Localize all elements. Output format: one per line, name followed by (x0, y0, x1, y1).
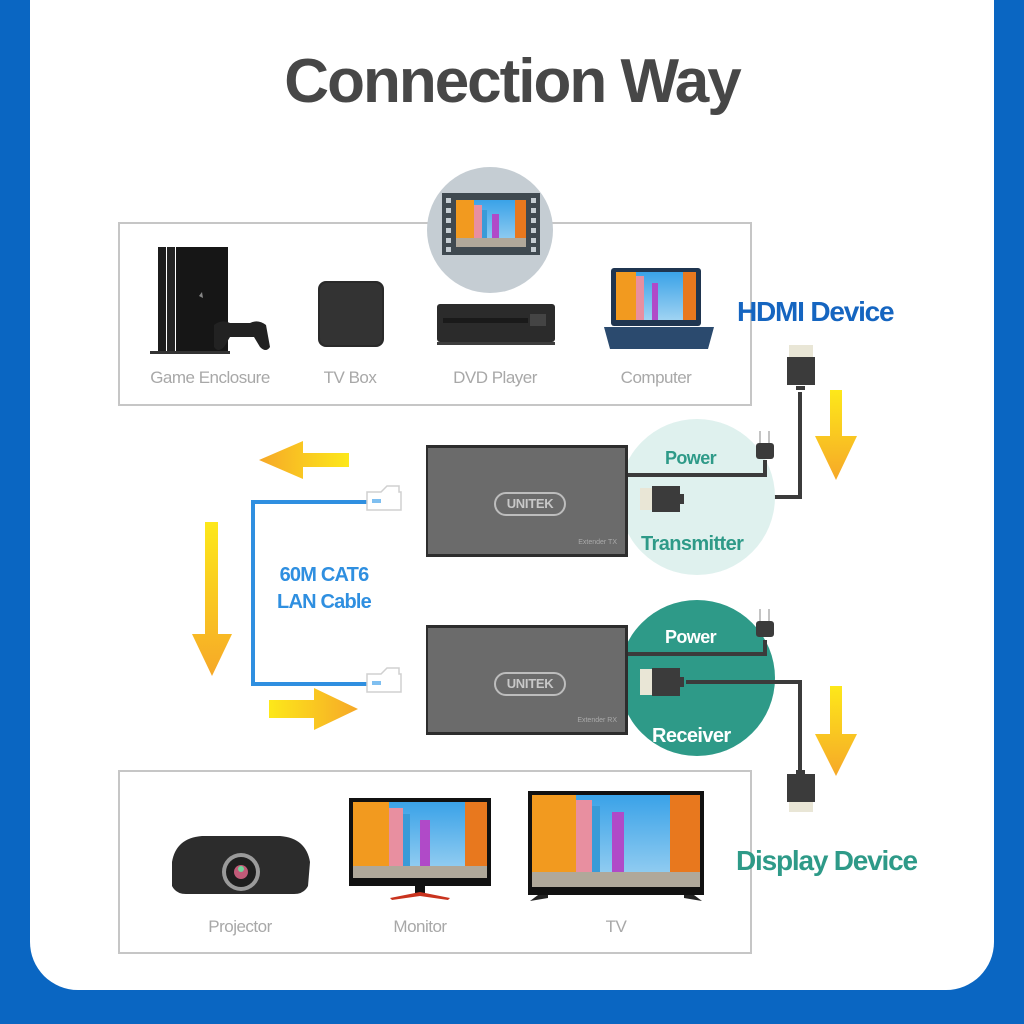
rj45-plug-tx-icon (366, 485, 402, 511)
video-film-icon (442, 193, 540, 255)
power-plug-icon-tx (756, 431, 774, 459)
display-device-heading: Display Device (736, 845, 918, 876)
receiver-power-cable (628, 640, 767, 656)
lan-cable (251, 500, 374, 686)
receiver-power-label: Power (665, 627, 717, 647)
laptop-icon (604, 268, 714, 349)
device-label: Projector (208, 917, 272, 936)
lan-cable-type: LAN Cable (277, 591, 372, 613)
hdmi-device-heading: HDMI Device (737, 296, 895, 327)
tv-box-icon (318, 281, 384, 347)
lan-cable-length: 60M CAT6 (279, 564, 370, 586)
transmitter-role-label: Transmitter (641, 533, 744, 555)
hdmi-display-plug-icon (787, 770, 815, 812)
device-label: TV (605, 917, 627, 936)
receiver-role-label: Receiver (652, 725, 731, 747)
arrow-down-source-icon (815, 390, 857, 480)
projector-icon (172, 836, 310, 894)
device-label: Game Enclosure (150, 368, 270, 387)
model-label: Extender TX (578, 539, 617, 546)
hdmi-display-cable (686, 680, 802, 770)
arrow-right-icon (269, 688, 358, 730)
game-console-icon (150, 247, 270, 354)
device-label: Computer (620, 368, 692, 387)
hdmi-transmitter-plug-icon (640, 486, 684, 512)
brand-logo: UNITEK (494, 492, 566, 516)
hdmi-receiver-plug-icon (640, 668, 684, 696)
dvd-player-icon (437, 304, 555, 345)
rj45-plug-rx-icon (366, 667, 402, 693)
transmitter-power-cable (628, 460, 767, 477)
tv-icon (528, 791, 704, 901)
device-label: DVD Player (453, 368, 537, 387)
model-label: Extender RX (577, 717, 617, 724)
brand-logo: UNITEK (494, 672, 566, 696)
lan-cable-label: 60M CAT6 LAN Cable (262, 562, 386, 616)
transmitter-circle (619, 419, 775, 575)
receiver-unit: UNITEK Extender RX (426, 625, 628, 735)
transmitter-unit: UNITEK Extender TX (426, 445, 628, 557)
page-title: Connection Way (284, 47, 741, 116)
arrow-down-lan-icon (192, 522, 232, 676)
transmitter-power-label: Power (665, 448, 717, 468)
arrow-left-icon (259, 441, 349, 479)
monitor-icon (349, 798, 491, 900)
device-label: TV Box (323, 368, 377, 387)
display-devices-box (118, 770, 752, 954)
arrow-down-display-icon (815, 686, 857, 776)
hdmi-source-plug-icon (787, 345, 815, 390)
power-plug-icon-rx (756, 609, 774, 637)
device-label: Monitor (393, 917, 447, 936)
receiver-circle (619, 600, 775, 756)
